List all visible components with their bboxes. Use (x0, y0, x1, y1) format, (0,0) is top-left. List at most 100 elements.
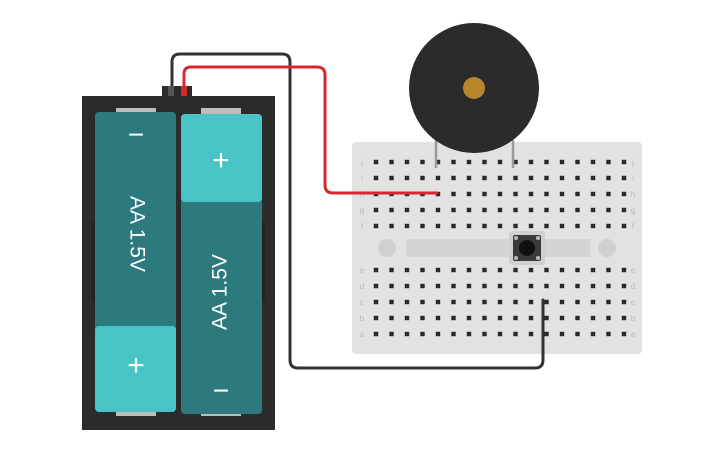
breadboard-hole (528, 331, 534, 337)
breadboard-hole (482, 267, 487, 273)
breadboard-hole (435, 331, 441, 337)
breadboard-hole (482, 207, 487, 213)
breadboard-hole (373, 331, 379, 337)
breadboard-hole (621, 175, 627, 181)
breadboard-hole (451, 267, 456, 273)
breadboard-hole (621, 159, 627, 165)
breadboard-hole (590, 175, 596, 181)
breadboard-hole (621, 331, 627, 337)
breadboard-hole (621, 191, 627, 197)
breadboard-center-channel (406, 239, 590, 257)
breadboard-hole (373, 175, 379, 181)
breadboard-hole (528, 223, 534, 229)
breadboard-hole (606, 159, 611, 165)
cell-negative-symbol: − (213, 375, 229, 406)
breadboard-hole (575, 175, 580, 181)
cell-positive-end (181, 114, 262, 202)
breadboard-hole (482, 191, 487, 197)
breadboard-hole (389, 207, 394, 213)
breadboard-hole (420, 283, 425, 289)
breadboard-hole (621, 283, 627, 289)
breadboard-hole (466, 175, 472, 181)
breadboard-hole (373, 267, 379, 273)
breadboard-hole (544, 267, 549, 273)
breadboard-hole (528, 315, 534, 321)
breadboard-hole (559, 315, 565, 321)
breadboard-hole (373, 283, 379, 289)
breadboard-hole (590, 267, 596, 273)
breadboard-hole (606, 315, 611, 321)
black-wire (170, 52, 545, 370)
breadboard-hole (482, 175, 487, 181)
pushbutton-pin (536, 236, 540, 240)
breadboard-hole (451, 283, 456, 289)
breadboard-hole (575, 299, 580, 305)
pushbutton (509, 231, 545, 265)
breadboard-hole (606, 331, 611, 337)
breadboard-hole (497, 315, 503, 321)
breadboard-hole (559, 191, 565, 197)
breadboard-hole (482, 331, 487, 337)
breadboard-hole (451, 175, 456, 181)
breadboard-hole (497, 267, 503, 273)
breadboard-hole (435, 159, 441, 165)
battery-terminal-negative (168, 86, 174, 96)
breadboard-hole (575, 191, 580, 197)
breadboard-hole (606, 299, 611, 305)
breadboard-row-letter: d (360, 282, 364, 291)
breadboard-hole (451, 191, 456, 197)
breadboard-hole (575, 331, 580, 337)
pushbutton-pin (514, 236, 518, 240)
red-wire (182, 65, 439, 195)
breadboard-row-letter: c (631, 298, 635, 307)
breadboard-hole (497, 331, 503, 337)
breadboard-hole (559, 267, 565, 273)
breadboard-hole (389, 331, 394, 337)
cell-label: AA 1.5V (209, 254, 232, 330)
breadboard-hole (373, 315, 379, 321)
breadboard-hole (544, 159, 549, 165)
breadboard-hole (404, 207, 410, 213)
breadboard-hole (389, 315, 394, 321)
breadboard-hole (497, 159, 503, 165)
breadboard-hole (621, 299, 627, 305)
breadboard-hole (466, 267, 472, 273)
breadboard-hole (544, 223, 549, 229)
breadboard-hole (435, 175, 441, 181)
battery-pack: − + AA 1.5V + − AA 1.5V (82, 86, 275, 430)
breadboard-hole (606, 175, 611, 181)
breadboard-hole (466, 191, 472, 197)
breadboard-row-letter: e (360, 266, 365, 275)
breadboard-hole (435, 223, 441, 229)
breadboard-hole (451, 223, 456, 229)
battery-cell: + − AA 1.5V (181, 108, 262, 416)
breadboard-hole (482, 283, 487, 289)
breadboard-row-letter: d (631, 282, 635, 291)
breadboard-hole (451, 207, 456, 213)
breadboard-hole (466, 159, 472, 165)
breadboard-hole (544, 175, 549, 181)
breadboard-hole (497, 191, 503, 197)
cell-contact-bottom (116, 410, 156, 416)
breadboard-hole (528, 283, 534, 289)
cell-positive-symbol: + (127, 349, 145, 382)
breadboard-hole (451, 299, 456, 305)
breadboard-hole (559, 207, 565, 213)
breadboard-hole (497, 207, 503, 213)
breadboard-hole (575, 315, 580, 321)
breadboard-row-letter: a (631, 330, 636, 339)
breadboard-hole (528, 175, 534, 181)
breadboard-row-letter: a (360, 330, 365, 339)
breadboard-hole (482, 299, 487, 305)
breadboard-hole (373, 207, 379, 213)
breadboard-hole (606, 267, 611, 273)
breadboard-hole (404, 331, 410, 337)
breadboard-hole (590, 159, 596, 165)
breadboard-hole (420, 223, 425, 229)
breadboard-hole (544, 191, 549, 197)
breadboard-hole (435, 207, 441, 213)
breadboard-hole (606, 191, 611, 197)
breadboard-hole (497, 283, 503, 289)
